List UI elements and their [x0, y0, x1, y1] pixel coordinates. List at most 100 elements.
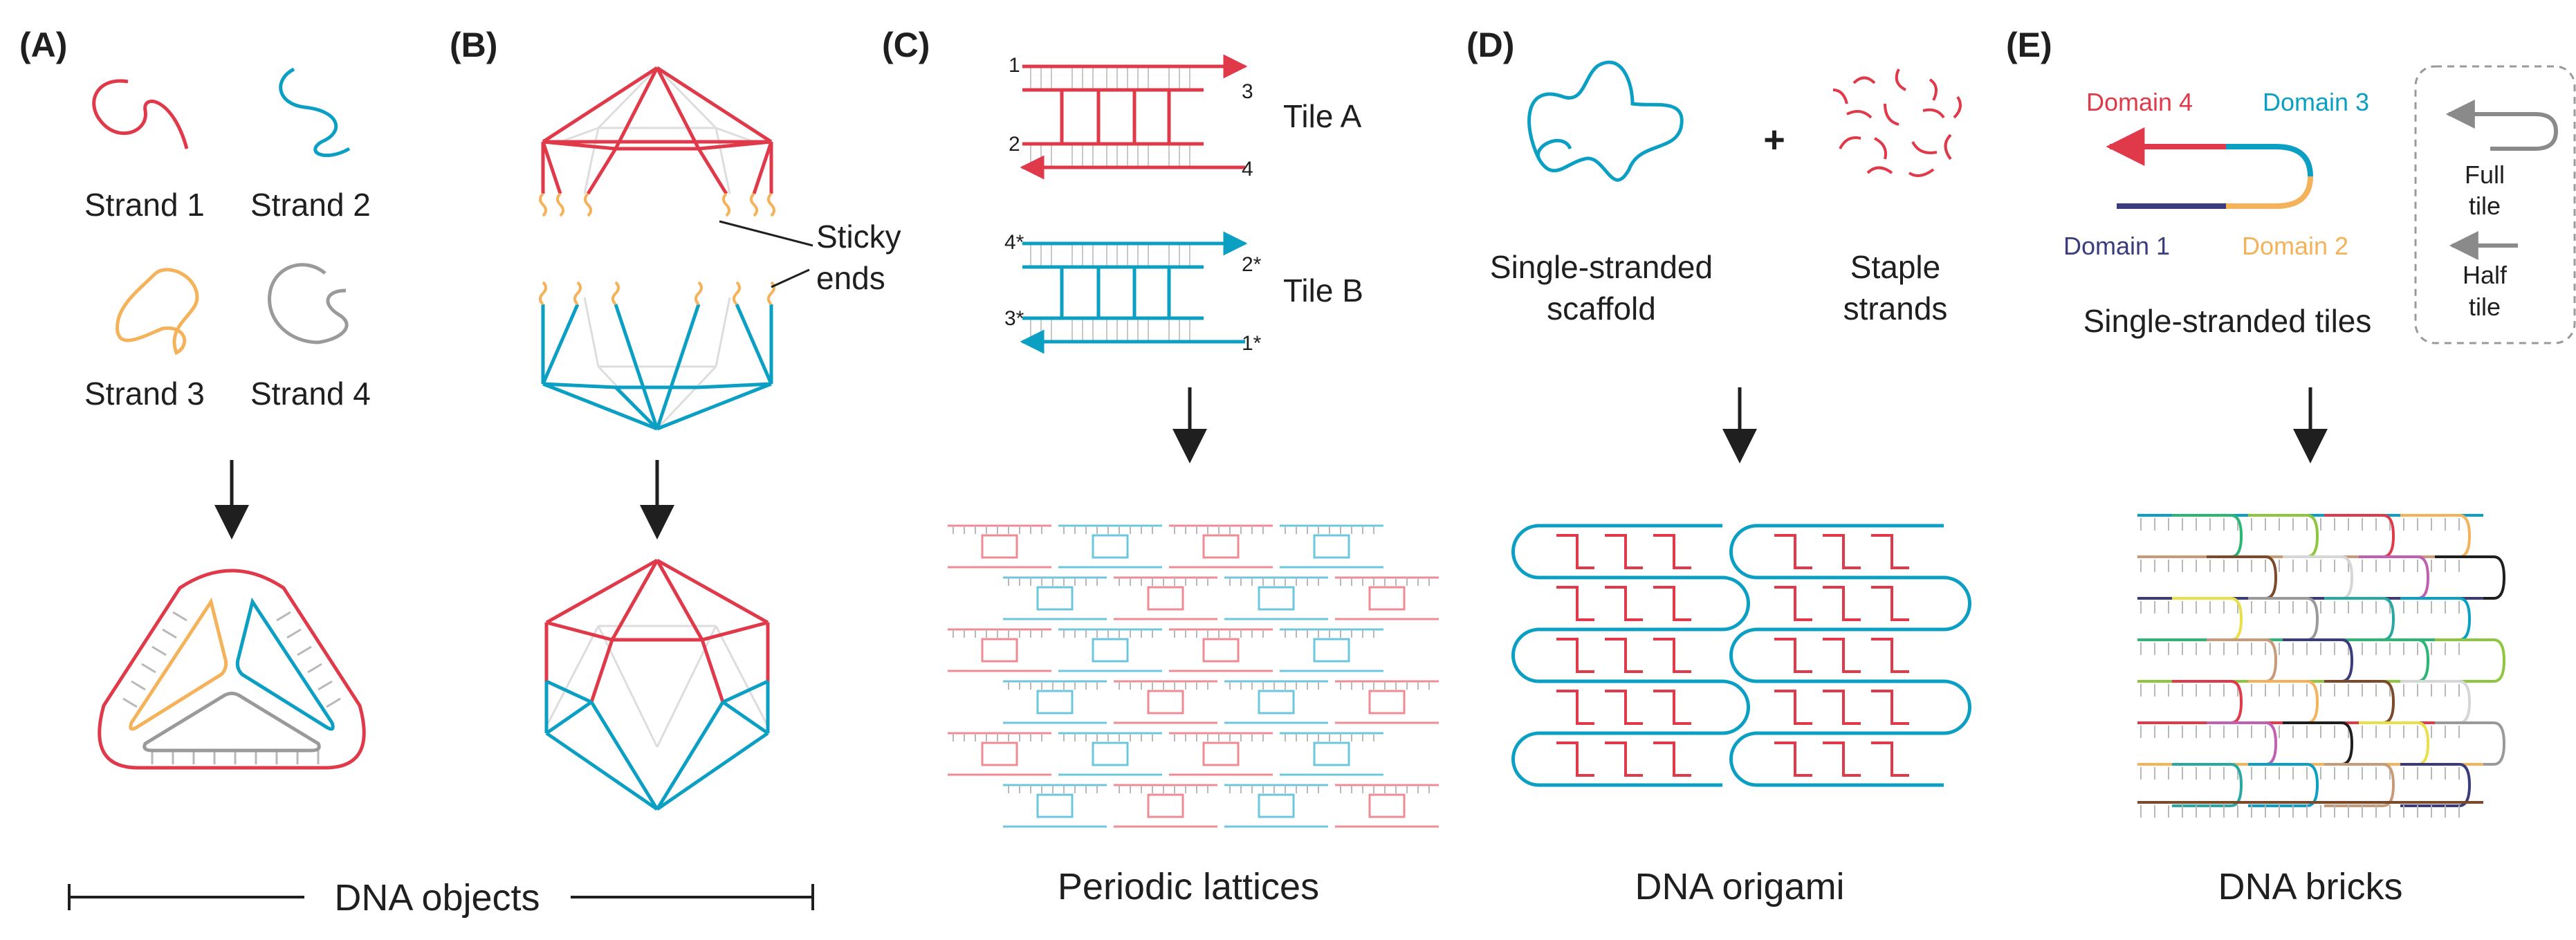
tile-a-end-3: 3 — [1242, 80, 1253, 103]
origami-staple — [1774, 638, 1812, 673]
scaffold-loop — [1527, 60, 1684, 182]
full-tile-label-line1: Full — [2465, 160, 2505, 189]
origami-staple — [1871, 690, 1909, 725]
lattice-tile — [1280, 524, 1383, 569]
origami-scaffold-turn — [1722, 679, 1750, 735]
lattice-tile — [1003, 784, 1107, 828]
lattice-tile-crossover — [1036, 690, 1074, 715]
lattice-tile-crossover — [1147, 793, 1184, 818]
lattice-tile-crossover — [1368, 586, 1406, 611]
lattice-tile — [1114, 680, 1217, 724]
lattice-tile — [1058, 732, 1162, 776]
tile-b-end-1star: 1* — [1242, 332, 1262, 355]
lattice-tile-crossover — [1258, 793, 1295, 818]
lattice-tile-crossover — [981, 534, 1018, 559]
panel-b: (B) — [450, 26, 901, 811]
lattice-tile-crossover — [1036, 586, 1074, 611]
strand-3-squiggle — [116, 268, 199, 356]
triangle-outer-red-strand — [98, 569, 366, 770]
dna-bricks-caption: DNA bricks — [2218, 866, 2402, 907]
origami-scaffold-turn — [1943, 679, 1971, 735]
domain-1-label: Domain 1 — [2063, 232, 2170, 260]
lattice-tile-crossover — [1092, 534, 1129, 559]
domain-2-label: Domain 2 — [2242, 232, 2348, 260]
origami-staple — [1823, 638, 1861, 673]
lattice-tile — [1114, 784, 1217, 828]
brick-tile — [2248, 763, 2319, 807]
single-stranded-tiles-label: Single-stranded tiles — [2083, 303, 2372, 339]
lattice-tile — [1335, 576, 1439, 620]
lattice-tile — [1169, 524, 1273, 569]
panel-d: (D) + Single-stranded scaffold Staple st… — [1466, 26, 1971, 907]
panel-e-label: (E) — [2006, 26, 2052, 64]
strand-3-label: Strand 3 — [84, 376, 205, 412]
origami-staple — [1823, 690, 1861, 725]
lattice-tile-crossover — [1313, 741, 1350, 766]
strand-4-squiggle — [268, 263, 349, 344]
panel-e: (E) Domain 4 Domain 3 Domain 1 Domain 2 … — [2006, 26, 2576, 907]
lattice-tile-crossover — [1202, 534, 1240, 559]
lattice-tile — [1003, 576, 1107, 620]
tile-b-label: Tile B — [1283, 273, 1363, 308]
origami-scaffold-turn — [1943, 575, 1971, 632]
lattice-tile-crossover — [1036, 793, 1074, 818]
scaffold-label-line2: scaffold — [1547, 291, 1656, 326]
origami-scaffold-turn — [1729, 627, 1758, 683]
panel-c: (C) — [882, 26, 1439, 907]
lattice-tile — [1169, 732, 1273, 776]
origami-staple — [1605, 534, 1643, 569]
origami-staple — [1605, 690, 1643, 725]
lattice-tile-crossover — [1147, 690, 1184, 715]
periodic-lattices-caption: Periodic lattices — [1058, 866, 1319, 907]
origami-staple — [1871, 534, 1909, 569]
origami-staple — [1556, 690, 1594, 725]
panel-c-label: (C) — [882, 26, 930, 64]
origami-staple — [1774, 586, 1812, 621]
bottom-sticky-ends — [539, 281, 775, 306]
plus-sign: + — [1763, 119, 1785, 160]
half-tile-label-line1: Half — [2463, 261, 2508, 289]
origami-staple — [1605, 638, 1643, 673]
origami-scaffold-turn — [1729, 524, 1758, 580]
tile-a-end-4: 4 — [1242, 158, 1253, 181]
lattice-tile-crossover — [1092, 638, 1129, 663]
brick-tile — [2172, 763, 2243, 807]
sticky-ends-pointer-bottom — [771, 268, 810, 288]
triangle-teal-strand — [235, 597, 335, 731]
origami-staple — [1605, 741, 1643, 777]
sticky-ends-pointer-top — [719, 220, 813, 247]
origami-staple — [1605, 586, 1643, 621]
panel-a-label: (A) — [19, 26, 67, 64]
brick-tile — [2324, 763, 2395, 807]
origami-staple — [1556, 638, 1594, 673]
origami-staple — [1871, 741, 1909, 777]
lattice-tile — [1335, 784, 1439, 828]
half-tile-label-line2: tile — [2469, 293, 2501, 321]
origami-staple — [1823, 534, 1861, 569]
lattice-tile — [1114, 576, 1217, 620]
origami-staple — [1823, 586, 1861, 621]
tile-b-diagram — [1020, 231, 1248, 354]
lattice-tile-crossover — [1202, 638, 1240, 663]
dna-objects-caption: DNA objects — [334, 877, 540, 919]
tile-legend-box: Full tile Half tile — [2414, 65, 2576, 344]
origami-scaffold-turn — [1729, 731, 1758, 787]
staple-strands-cluster — [1832, 68, 1962, 177]
lattice-tile-crossover — [1202, 741, 1240, 766]
lattice-tile — [1224, 576, 1328, 620]
lattice-tile — [948, 628, 1051, 672]
tile-a-diagram — [1020, 54, 1248, 180]
origami-staple — [1653, 741, 1691, 777]
tile-a-end-1: 1 — [1009, 54, 1020, 77]
domain-4-label: Domain 4 — [2086, 88, 2193, 116]
lattice-tile — [1058, 524, 1162, 569]
tile-a-label: Tile A — [1283, 98, 1362, 134]
staple-label-line1: Staple — [1850, 249, 1940, 285]
single-stranded-tile-diagram — [2106, 127, 2313, 209]
brick-tile — [2435, 721, 2506, 766]
icosahedron-top-half — [539, 66, 775, 217]
lattice-tile — [948, 732, 1051, 776]
panel-a: (A) Strand 1 Strand 2 Strand 3 Strand 4 — [19, 26, 371, 770]
lattice-tile-crossover — [1368, 793, 1406, 818]
